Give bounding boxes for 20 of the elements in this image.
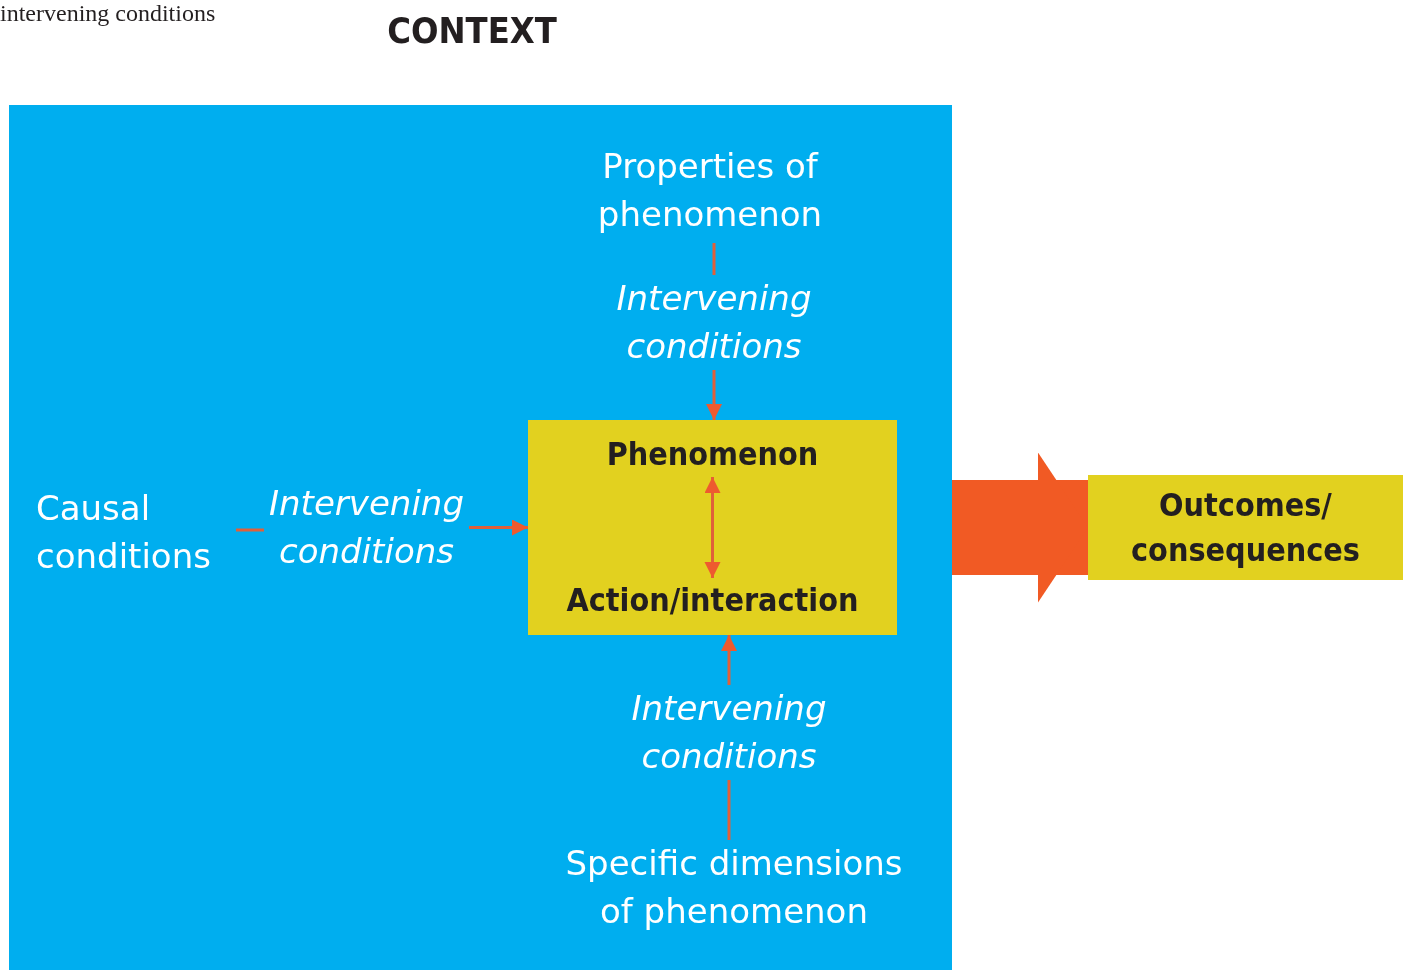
outcome-box: Outcomes/ consequences — [1088, 475, 1403, 580]
arrow — [721, 635, 737, 685]
node-text: Specific dimensions of phenomenon — [549, 840, 919, 940]
node-text: Causal conditions — [36, 485, 236, 585]
node-text: Properties of phenomenon — [554, 143, 866, 243]
node-text: Intervening conditions — [619, 685, 839, 780]
node-text: Intervening conditions — [564, 275, 864, 370]
connector-line — [712, 243, 716, 275]
block-arrow — [952, 452, 1088, 603]
connector-line — [727, 780, 731, 840]
heading: CONTEXT — [387, 10, 557, 51]
node-text: Action/interaction — [528, 578, 897, 623]
arrow — [469, 519, 528, 536]
node-text: Phenomenon — [528, 432, 897, 477]
node-text: Intervening conditions — [264, 480, 469, 575]
arrow — [706, 370, 722, 420]
arrow — [704, 477, 721, 578]
connector-line — [236, 528, 264, 532]
cropped-note: intervening conditions — [0, 0, 216, 27]
process-box — [528, 420, 897, 635]
